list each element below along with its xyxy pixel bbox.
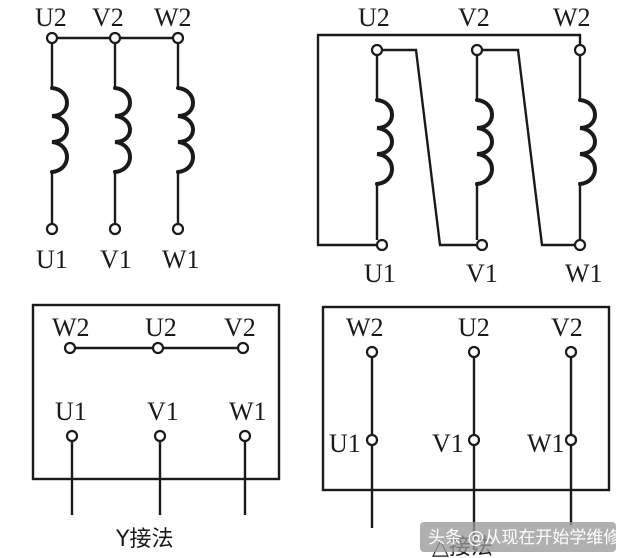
terminal-w2: [573, 43, 587, 57]
label-u2: U2: [145, 313, 177, 342]
terminal-w2: [171, 31, 185, 45]
box-delta-panel: W2 U2 V2 U1 V1 W1 △接法: [321, 305, 611, 558]
label-u1: U1: [329, 429, 361, 458]
terminal-w2: [63, 341, 77, 355]
label-u2: U2: [458, 313, 490, 342]
coil-w: [176, 86, 195, 174]
caption-star-connection: Y接法: [115, 527, 173, 552]
label-w1: W1: [527, 429, 565, 458]
label-w1: W1: [565, 259, 603, 288]
watermark-text: 头条 @从现在开始学维修: [428, 528, 620, 548]
label-u2: U2: [35, 3, 67, 32]
terminal-v1: [475, 238, 489, 252]
delta-cross-link-2: [482, 48, 576, 247]
terminal-w1: [238, 429, 252, 443]
label-w2: W2: [52, 313, 90, 342]
label-v1: V1: [466, 259, 498, 288]
terminal-w1: [573, 238, 587, 252]
label-w1: W1: [229, 397, 267, 426]
label-u1: U1: [36, 245, 68, 274]
winding-delta-panel: U2 V2 W2 U1 V1 W1: [316, 3, 603, 288]
terminal-box-outline: [31, 303, 281, 481]
watermark-background: [420, 522, 616, 552]
coil-w: [578, 98, 597, 186]
terminal-v2: [108, 31, 122, 45]
terminal-u1: [365, 433, 379, 447]
label-w2: W2: [154, 3, 192, 32]
coil-v: [475, 98, 494, 186]
coil-v: [113, 86, 132, 174]
label-v2: V2: [458, 3, 490, 32]
label-v1: V1: [100, 245, 132, 274]
terminal-u2: [45, 31, 59, 45]
terminal-w1: [171, 222, 185, 236]
terminal-u2: [370, 43, 384, 57]
coil-u: [375, 98, 394, 186]
terminal-w2: [365, 345, 379, 359]
watermark: 头条 @从现在开始学维修: [420, 522, 620, 552]
label-u1: U1: [364, 259, 396, 288]
label-v1: V1: [432, 429, 464, 458]
terminal-v1: [108, 222, 122, 236]
label-v1: V1: [147, 397, 179, 426]
label-w2: W2: [346, 313, 384, 342]
terminal-u2: [151, 341, 165, 355]
label-w2: W2: [553, 3, 591, 32]
terminal-u2: [467, 345, 481, 359]
label-v2: V2: [551, 313, 583, 342]
terminal-w1: [564, 433, 578, 447]
box-star-panel: W2 U2 V2 U1 V1 W1 Y接法: [31, 303, 281, 552]
terminal-u1: [65, 429, 79, 443]
coil-u: [50, 86, 69, 174]
winding-star-panel: U2 V2 W2 U1 V1 W1: [35, 3, 200, 274]
terminal-v1: [153, 429, 167, 443]
label-w1: W1: [162, 245, 200, 274]
label-v2: V2: [224, 313, 256, 342]
terminal-u1: [45, 222, 59, 236]
terminal-u1: [375, 238, 389, 252]
terminal-v2: [236, 341, 250, 355]
terminal-v2: [470, 43, 484, 57]
terminal-box-outline: [321, 305, 611, 492]
label-v2: V2: [92, 3, 124, 32]
terminal-v2: [564, 345, 578, 359]
terminal-v1: [467, 433, 481, 447]
delta-cross-link-1: [382, 48, 478, 247]
label-u1: U1: [55, 397, 87, 426]
delta-outer-loop: [316, 33, 582, 247]
label-u2: U2: [358, 3, 390, 32]
